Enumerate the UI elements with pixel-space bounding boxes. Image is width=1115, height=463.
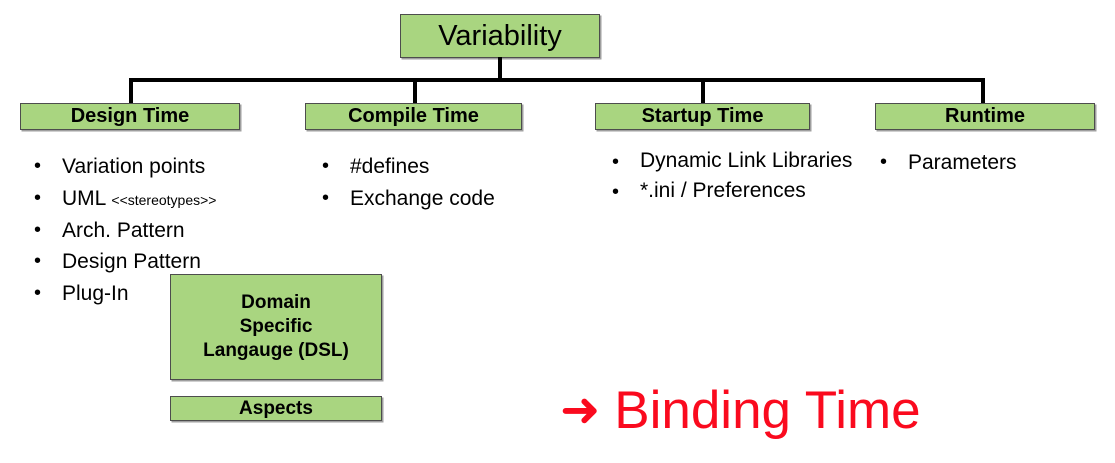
node-runtime[interactable]: Runtime [875,103,1095,130]
node-startup-time-label: Startup Time [641,105,764,127]
list-item: • Plug-In [34,279,284,309]
bullet-icon: • [612,151,620,173]
list-item-label: Dynamic Link Libraries [640,149,853,172]
binding-time-callout: ➜ Binding Time [560,383,921,439]
node-variability-label: Variability [438,19,562,52]
list-item-label: Design Pattern [62,250,201,274]
aspects-box[interactable]: Aspects [170,396,382,421]
connector-drop-runtime [981,78,985,104]
bullet-icon: • [34,186,42,209]
node-compile-time[interactable]: Compile Time [305,103,522,130]
bullet-icon: • [34,250,42,273]
bullet-icon: • [880,151,888,173]
list-item-label: *.ini / Preferences [640,179,806,203]
bullet-icon: • [322,186,330,209]
bullet-icon: • [34,155,42,177]
list-item-label: Parameters [908,151,1017,174]
list-item: • Design Pattern [34,247,284,277]
list-item-label: #defines [350,155,430,178]
dsl-box-line1: Domain [241,291,311,313]
bullet-icon: • [34,218,42,241]
node-compile-time-label: Compile Time [348,105,479,127]
right-arrow-icon: ➜ [560,383,601,437]
dsl-box-line3: Langauge (DSL) [203,340,349,362]
connector-root-stem [498,57,502,81]
node-variability[interactable]: Variability [400,14,600,58]
list-item-label: Exchange code [350,186,495,210]
node-runtime-label: Runtime [945,105,1025,127]
list-item: • Variation points [34,152,284,182]
node-design-time[interactable]: Design Time [20,103,240,130]
list-item-label: Plug-In [62,282,129,306]
connector-drop-compile-time [413,78,417,104]
bullet-list-compile-time: • #defines • Exchange code [322,152,552,216]
dsl-box[interactable]: Domain Specific Langauge (DSL) [170,274,382,380]
aspects-box-label: Aspects [239,397,313,419]
list-item-label-main: UML [62,186,112,210]
list-item-label: Variation points [62,155,206,178]
node-design-time-label: Design Time [70,105,190,127]
bullet-icon: • [34,282,42,305]
list-item: • Arch. Pattern [34,216,284,246]
bullet-icon: • [322,155,330,177]
connector-drop-design-time [129,78,133,104]
list-item: • UML <<stereotypes>> [34,184,284,214]
list-item-label: Arch. Pattern [62,218,185,242]
list-item: • #defines [322,152,552,182]
node-startup-time[interactable]: Startup Time [595,103,810,130]
binding-time-label: Binding Time [614,381,921,440]
list-item: • *.ini / Preferences [612,178,862,206]
dsl-box-line2: Specific [239,315,313,337]
list-item: • Parameters [880,148,1100,178]
bullet-list-runtime: • Parameters [880,148,1100,180]
bullet-icon: • [612,181,620,204]
bullet-list-design-time: • Variation points • UML <<stereotypes>>… [34,152,284,311]
list-item: • Dynamic Link Libraries [612,148,862,176]
connector-drop-startup-time [701,78,705,104]
bullet-list-startup-time: • Dynamic Link Libraries • *.ini / Prefe… [612,148,862,209]
list-item: • Exchange code [322,184,552,214]
list-item-label-stereotype: <<stereotypes>> [111,191,217,208]
connector-horizontal-bus [131,78,985,82]
list-item-label: UML <<stereotypes>> [62,184,284,214]
